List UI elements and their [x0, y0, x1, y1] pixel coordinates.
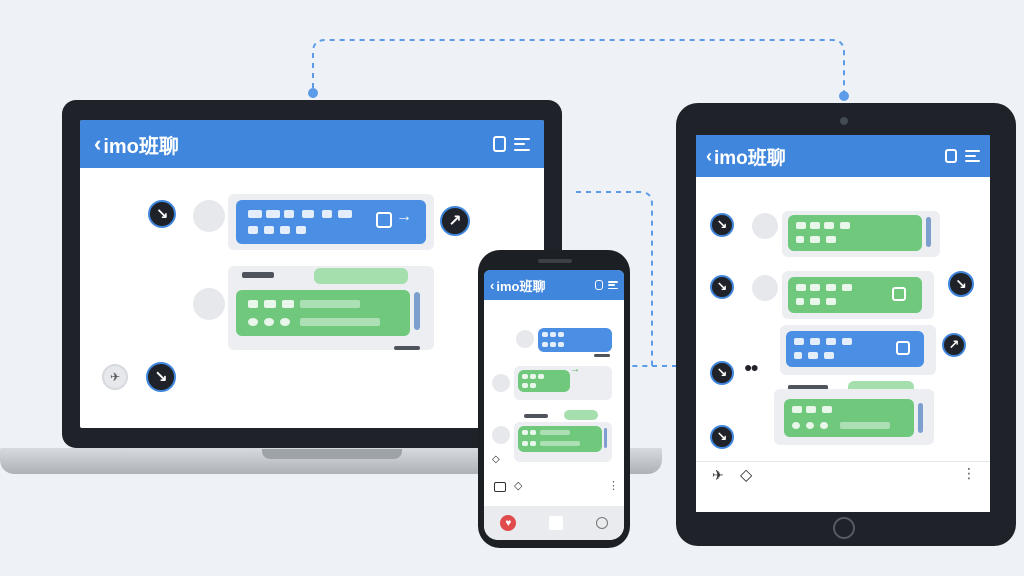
- tablet-screen: ‹ imo班聊 ↘ ↘ ↘ ↘ ●●: [696, 135, 990, 512]
- avatar[interactable]: [492, 374, 510, 392]
- more-vert-icon[interactable]: ⋮: [962, 465, 976, 481]
- back-icon[interactable]: ‹: [706, 145, 712, 166]
- message-bubble-incoming[interactable]: [788, 277, 922, 313]
- sync-arrow-icon[interactable]: ↘: [710, 213, 734, 237]
- bookmark-icon[interactable]: [595, 280, 603, 290]
- avatar[interactable]: [193, 288, 225, 320]
- message-bubble-incoming[interactable]: [784, 399, 914, 437]
- sync-arrow-icon[interactable]: ↘: [148, 200, 176, 228]
- laptop-screen: ‹ imo班聊 ↘ → ↗ ✈ ↘: [80, 120, 544, 428]
- back-nav-icon[interactable]: [595, 517, 608, 529]
- back-icon[interactable]: ‹: [94, 131, 102, 156]
- menu-icon[interactable]: [514, 137, 530, 151]
- sticker-icon[interactable]: ◇: [492, 454, 500, 465]
- timestamp: [394, 346, 420, 350]
- scrollbar[interactable]: [604, 428, 607, 448]
- sender-label: [242, 272, 274, 278]
- camera-icon[interactable]: [494, 482, 506, 492]
- attach-icon[interactable]: ◇: [514, 480, 523, 492]
- share-arrow-icon[interactable]: ↗: [942, 333, 966, 357]
- sync-arrow-icon[interactable]: ↘: [146, 362, 176, 392]
- message-bubble-outgoing[interactable]: →: [236, 200, 426, 244]
- attach-icon[interactable]: ✈: [102, 364, 128, 390]
- avatar[interactable]: [193, 200, 225, 232]
- message-bubble-incoming[interactable]: [518, 370, 570, 392]
- tablet-home-button[interactable]: [833, 517, 855, 539]
- sync-arrow-icon[interactable]: ↘: [710, 425, 734, 449]
- phone-speaker: [538, 259, 572, 263]
- app-title: imo班聊: [103, 135, 179, 158]
- bookmark-icon[interactable]: [945, 149, 957, 163]
- menu-icon[interactable]: [608, 281, 618, 289]
- tablet-camera: [840, 117, 848, 125]
- back-icon[interactable]: ‹: [490, 277, 495, 293]
- share-arrow-icon[interactable]: ↗: [440, 206, 470, 236]
- sender-label: [524, 414, 548, 418]
- message-bubble-outgoing[interactable]: [538, 328, 612, 352]
- sync-arrow-icon[interactable]: ↘: [710, 275, 734, 299]
- app-header: ‹ imo班聊: [80, 120, 544, 168]
- bottom-nav: ♥: [484, 506, 624, 540]
- message-bubble-incoming[interactable]: [518, 426, 602, 452]
- forward-arrow-icon: →: [570, 364, 580, 375]
- avatar[interactable]: [752, 213, 778, 239]
- attach-icon[interactable]: ✈: [712, 467, 724, 483]
- heart-icon[interactable]: ♥: [500, 515, 517, 531]
- timestamp: [594, 354, 610, 357]
- avatar[interactable]: [752, 275, 778, 301]
- app-title: imo班聊: [496, 278, 546, 294]
- menu-icon[interactable]: [965, 150, 980, 162]
- more-vert-icon[interactable]: ⋮: [608, 480, 619, 492]
- message-bubble-incoming[interactable]: [788, 215, 922, 251]
- message-bubble-outgoing[interactable]: [786, 331, 924, 367]
- sync-arrow-icon[interactable]: ↘: [948, 271, 974, 297]
- file-icon: [892, 287, 906, 301]
- input-divider: [696, 461, 990, 462]
- app-title: imo班聊: [714, 147, 786, 169]
- sticker-icon[interactable]: ◇: [740, 467, 753, 484]
- file-icon: [896, 341, 910, 355]
- avatar[interactable]: [516, 330, 534, 348]
- reply-quote: [314, 268, 408, 284]
- file-icon: [376, 212, 392, 228]
- sender-label: [788, 385, 828, 391]
- more-dots-icon[interactable]: ●●: [744, 359, 759, 375]
- scrollbar[interactable]: [414, 292, 420, 330]
- forward-arrow-icon: →: [396, 208, 412, 225]
- scrollbar[interactable]: [926, 217, 931, 247]
- avatar[interactable]: [492, 426, 510, 444]
- home-icon[interactable]: [548, 516, 563, 530]
- reply-quote: [564, 410, 598, 420]
- sync-arrow-icon[interactable]: ↘: [710, 361, 734, 385]
- app-header: ‹ imo班聊: [696, 135, 990, 177]
- laptop-trackpad-notch: [262, 449, 402, 459]
- bookmark-icon[interactable]: [493, 136, 506, 152]
- phone-screen: ‹ imo班聊 → ◇ ◇ ⋮: [484, 270, 624, 540]
- scrollbar[interactable]: [918, 403, 923, 433]
- app-header: ‹ imo班聊: [484, 270, 624, 300]
- message-bubble-incoming[interactable]: [236, 290, 410, 336]
